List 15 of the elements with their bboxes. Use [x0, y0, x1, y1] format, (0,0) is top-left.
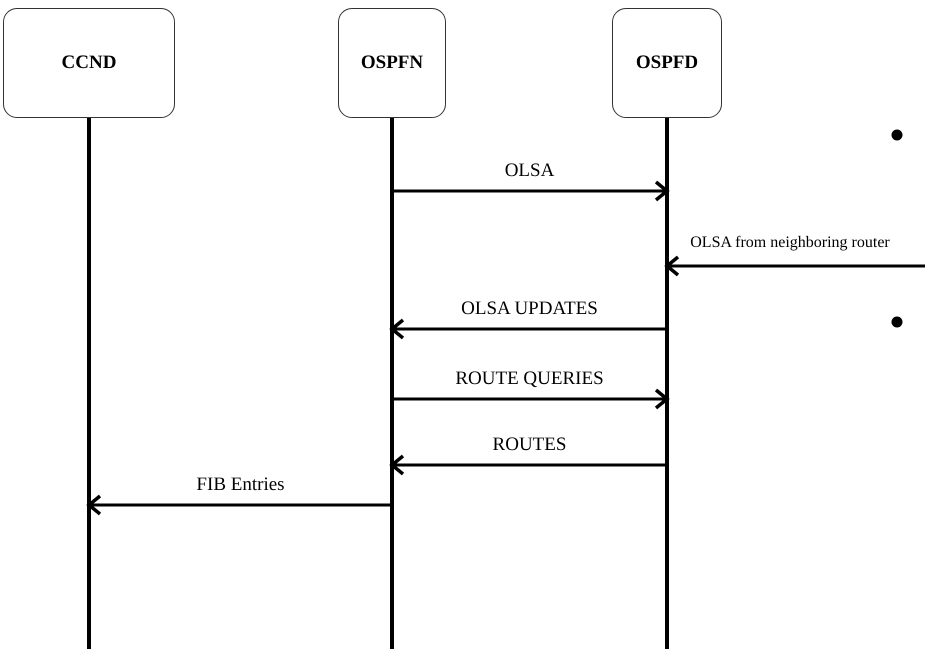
- message-arrow: [87, 494, 392, 516]
- participant-box: CCND: [3, 8, 175, 118]
- message-arrow: [665, 255, 925, 277]
- message-label: FIB Entries: [195, 475, 286, 495]
- message-label: ROUTE QUERIES: [454, 369, 605, 389]
- message-label: OLSA: [504, 161, 556, 181]
- message-arrow: [392, 388, 669, 410]
- message-label: OLSA from neighboring router: [689, 235, 891, 252]
- message-label: OLSA UPDATES: [460, 299, 599, 319]
- message-arrow: [390, 318, 667, 340]
- message-arrow: [392, 180, 669, 202]
- participant-box: OSPFN: [338, 8, 446, 118]
- message-label: ROUTES: [492, 435, 568, 455]
- participant-box: OSPFD: [612, 8, 722, 118]
- message-arrow: [390, 454, 667, 476]
